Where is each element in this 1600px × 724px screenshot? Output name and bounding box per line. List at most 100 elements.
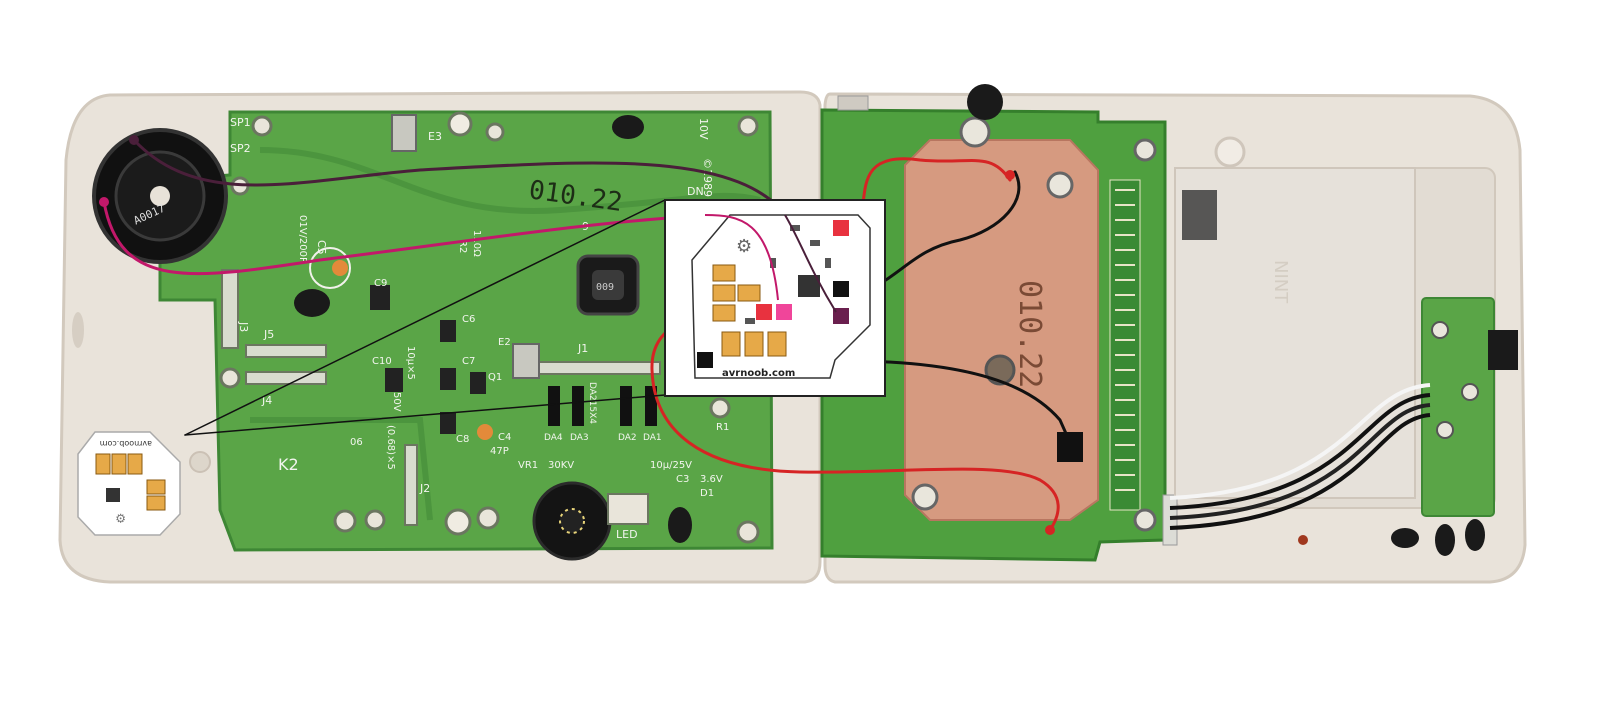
tantalum-cap <box>744 331 764 357</box>
pad-pink <box>776 304 792 320</box>
shell-slot <box>72 312 84 348</box>
silk-c10: C10 <box>372 356 392 367</box>
copper-marking: 010.22 <box>1012 280 1047 388</box>
inset-capacitors <box>712 264 787 357</box>
cable <box>1169 403 1431 520</box>
silk-vr1: VR1 <box>518 460 538 471</box>
transistor <box>440 412 456 434</box>
silk-50v: 50V <box>391 392 402 412</box>
capacitor <box>332 260 348 276</box>
screw-icon <box>709 397 731 419</box>
copper-shield <box>904 139 1099 521</box>
connector-e3 <box>391 114 417 152</box>
pad-black <box>697 352 713 368</box>
tantalum-cap <box>146 479 166 495</box>
silk-cap-val: 10μ/25V <box>650 460 692 471</box>
inductor-label: 009 <box>596 282 614 293</box>
header-j1 <box>519 361 661 375</box>
silk-j5: J5 <box>263 328 274 341</box>
silk-c5: C5 <box>315 240 328 255</box>
inset-smd <box>810 240 820 246</box>
screw-icon <box>1436 421 1454 439</box>
screw-icon <box>959 116 991 148</box>
cable <box>1169 383 1431 500</box>
silk-j2: J2 <box>419 482 430 495</box>
silk-year: ©1989 <box>701 158 714 197</box>
tantalum-cap <box>712 304 736 322</box>
silk-da4: DA4 <box>544 433 563 443</box>
screw-icon <box>1133 138 1157 162</box>
transistor <box>440 320 456 342</box>
silk-c9: C9 <box>374 278 387 289</box>
screw-icon <box>984 354 1016 386</box>
silk-sp2: SP2 <box>230 142 251 155</box>
tantalum-cap <box>712 284 736 302</box>
silk-r1: R1 <box>716 422 729 433</box>
header-j5 <box>245 344 327 358</box>
screw-icon <box>737 115 759 137</box>
wire-endpoint <box>99 197 109 207</box>
contrast-knob[interactable] <box>967 84 1003 120</box>
tantalum-cap <box>712 264 736 282</box>
transistor <box>440 368 456 390</box>
silk-k2: K2 <box>278 455 299 474</box>
pcb-screws <box>219 111 760 544</box>
capacitor <box>309 247 351 289</box>
header-j2 <box>404 444 418 526</box>
screw-icon <box>485 122 505 142</box>
silk-da1: DA1 <box>643 433 662 443</box>
silk-vr1-val: 30KV <box>548 460 574 471</box>
callout-line <box>184 199 666 436</box>
callout-line <box>184 394 666 436</box>
screw-icon <box>333 509 357 533</box>
screw-icon <box>251 115 273 137</box>
header-j4 <box>245 371 327 385</box>
wire-black <box>858 170 1021 294</box>
connector-pins <box>1115 189 1135 491</box>
screw-icon <box>476 506 500 530</box>
tantalum-cap <box>111 453 127 475</box>
wire-endpoint <box>129 135 139 145</box>
silk-dn: DN <box>687 185 704 198</box>
gear-icon: ⚙ <box>115 511 126 525</box>
pad-red <box>833 220 849 236</box>
pad-purple <box>833 308 849 324</box>
pad-red <box>756 304 772 320</box>
small-board: ⚙ avrnoob.com <box>77 431 181 536</box>
ground-pad <box>1057 432 1083 462</box>
silk-e2: E2 <box>498 337 511 348</box>
spring <box>1182 190 1217 240</box>
cable <box>1169 393 1431 510</box>
inset-ic <box>798 275 820 297</box>
small-board-website-label: avrnoob.com <box>99 439 152 448</box>
tantalum-cap <box>767 331 787 357</box>
pcb-trace <box>259 147 761 214</box>
capacitor <box>1435 524 1455 556</box>
tantalum-cap <box>127 453 143 475</box>
transistor <box>385 368 403 392</box>
shell-screw-hole <box>189 451 211 473</box>
silk-c7: C7 <box>462 356 475 367</box>
silk-c8: C8 <box>456 434 469 445</box>
volume-wheel-hub <box>559 508 585 534</box>
inset-website-label: avrnoob.com <box>722 368 795 379</box>
connector-e2 <box>512 343 540 379</box>
silk-r2: R2 <box>457 240 468 253</box>
screw-icon <box>1133 508 1157 532</box>
tantalum-cap <box>95 453 111 475</box>
silk-r2-val: 110Ω <box>471 230 482 257</box>
led-box <box>607 493 649 525</box>
capacitor <box>668 507 692 543</box>
inductor-core <box>592 270 624 300</box>
diode-da4 <box>548 386 560 426</box>
screw-icon <box>1431 321 1449 339</box>
pad-black <box>833 281 849 297</box>
wire-endpoint <box>1005 170 1015 180</box>
silk-10mu: 10μ×5 <box>405 346 416 380</box>
screw-icon <box>911 483 939 511</box>
inset-diagram: ⚙ avrnoob.com <box>664 199 886 397</box>
silk-j3: J3 <box>237 321 250 332</box>
diode-da3 <box>572 386 584 426</box>
silk-c5-val: 01V/200P <box>297 215 308 263</box>
